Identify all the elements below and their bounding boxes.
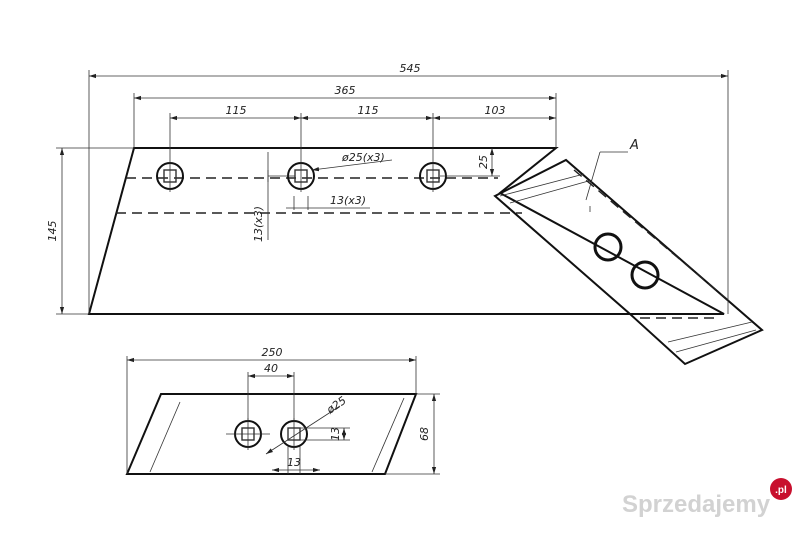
dim-pitch-1: 115 xyxy=(226,104,247,117)
second-bolt-hole-2 xyxy=(280,418,308,450)
main-view: A 545 365 115 115 103 145 25 ø25(x3) xyxy=(46,62,764,366)
dim-bolt-span: 365 xyxy=(335,84,356,97)
dim-square-width: 13(x3) xyxy=(330,194,366,207)
watermark-badge-text: .pl xyxy=(775,485,787,496)
dim-second-height: 68 xyxy=(418,427,431,441)
dim-second-square-width: 13 xyxy=(287,456,301,469)
dim-hole-offset-top: 25 xyxy=(477,155,490,169)
dim-pitch-2: 115 xyxy=(358,104,379,117)
second-plate-outline xyxy=(125,393,418,475)
watermark: Sprzedajemy .pl xyxy=(622,478,792,518)
dim-height: 145 xyxy=(46,221,59,242)
dim-second-hole-diameter: ø25 xyxy=(323,394,348,417)
detail-label-a: A xyxy=(629,138,639,153)
blade-extension: A xyxy=(493,138,764,366)
dim-hole-pitch: 40 xyxy=(264,362,278,375)
blade-hole-2 xyxy=(630,260,660,290)
dim-square-height: 13(x3) xyxy=(252,206,265,242)
watermark-badge xyxy=(770,478,792,500)
main-plate-outline xyxy=(87,147,725,315)
bolt-hole-1 xyxy=(156,160,184,192)
dim-hole-diameter: ø25(x3) xyxy=(341,151,385,164)
blade-hole-1 xyxy=(593,232,623,262)
second-view: 250 40 68 13 13 ø25 xyxy=(125,346,440,475)
watermark-text: Sprzedajemy xyxy=(622,491,771,518)
dim-overall-length: 545 xyxy=(400,62,421,75)
second-bolt-hole-1 xyxy=(226,418,270,450)
dim-length: 250 xyxy=(262,346,283,359)
dim-pitch-3: 103 xyxy=(485,104,506,117)
dim-second-square-height: 13 xyxy=(329,427,342,441)
